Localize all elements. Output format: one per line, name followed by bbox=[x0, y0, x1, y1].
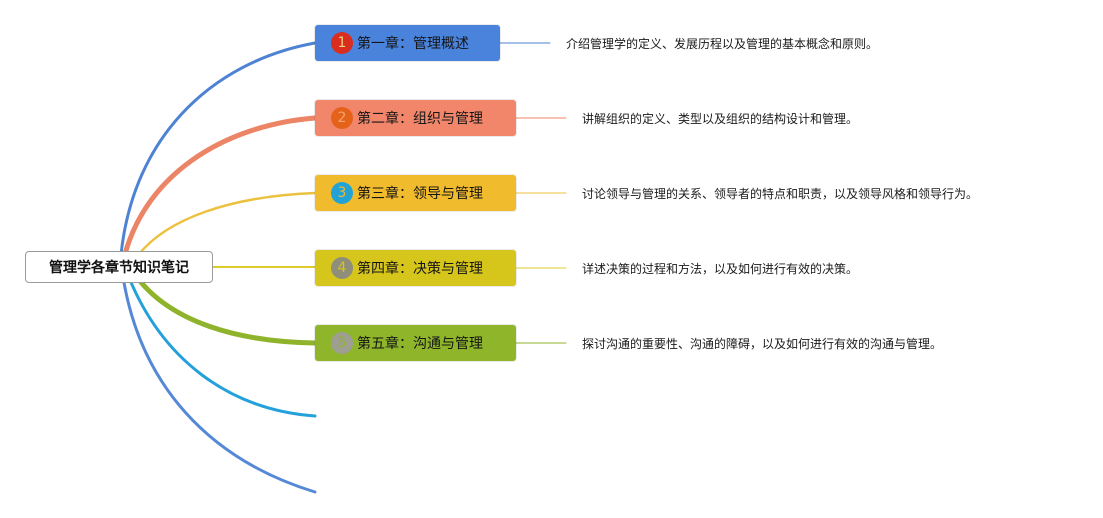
chapter-description-2: 讲解组织的定义、类型以及组织的结构设计和管理。 bbox=[582, 112, 859, 126]
chapter-node-4[interactable]: 4 第四章：决策与管理 bbox=[315, 250, 516, 286]
branch-line-5 bbox=[127, 264, 318, 346]
chapter-description-4: 详述决策的过程和方法，以及如何进行有效的决策。 bbox=[582, 262, 859, 276]
chapter-number-badge-4: 4 bbox=[331, 257, 353, 279]
chapter-number-badge-2: 2 bbox=[331, 107, 353, 129]
chapter-node-2[interactable]: 2 第二章：组织与管理 bbox=[315, 100, 516, 136]
chapter-label-4: 第四章：决策与管理 bbox=[357, 261, 483, 277]
chapter-description-5: 探讨沟通的重要性、沟通的障碍，以及如何进行有效的沟通与管理。 bbox=[582, 337, 943, 351]
chapter-node-5[interactable]: 5 第五章：沟通与管理 bbox=[315, 325, 516, 361]
chapter-label-3: 第三章：领导与管理 bbox=[357, 186, 483, 202]
branch-line-3 bbox=[128, 191, 317, 269]
chapter-number-badge-3: 3 bbox=[331, 182, 353, 204]
chapter-description-1: 介绍管理学的定义、发展历程以及管理的基本概念和原则。 bbox=[566, 37, 879, 51]
chapter-label-2: 第二章：组织与管理 bbox=[357, 111, 483, 127]
chapter-label-5: 第五章：沟通与管理 bbox=[357, 336, 483, 352]
branch-line-1 bbox=[118, 41, 317, 269]
root-node-label: 管理学各章节知识笔记 bbox=[49, 260, 189, 276]
chapter-description-3: 讨论领导与管理的关系、领导者的特点和职责，以及领导风格和领导行为。 bbox=[582, 187, 979, 201]
empty-branch-2 bbox=[120, 268, 317, 494]
root-node[interactable]: 管理学各章节知识笔记 bbox=[25, 251, 213, 283]
chapter-number-badge-1: 1 bbox=[331, 32, 353, 54]
chapter-label-1: 第一章：管理概述 bbox=[357, 36, 469, 52]
empty-branch-1 bbox=[124, 268, 317, 418]
branch-line-2 bbox=[119, 115, 318, 270]
chapter-node-3[interactable]: 3 第三章：领导与管理 bbox=[315, 175, 516, 211]
chapter-node-1[interactable]: 1 第一章：管理概述 bbox=[315, 25, 500, 61]
chapter-number-badge-5: 5 bbox=[331, 332, 353, 354]
